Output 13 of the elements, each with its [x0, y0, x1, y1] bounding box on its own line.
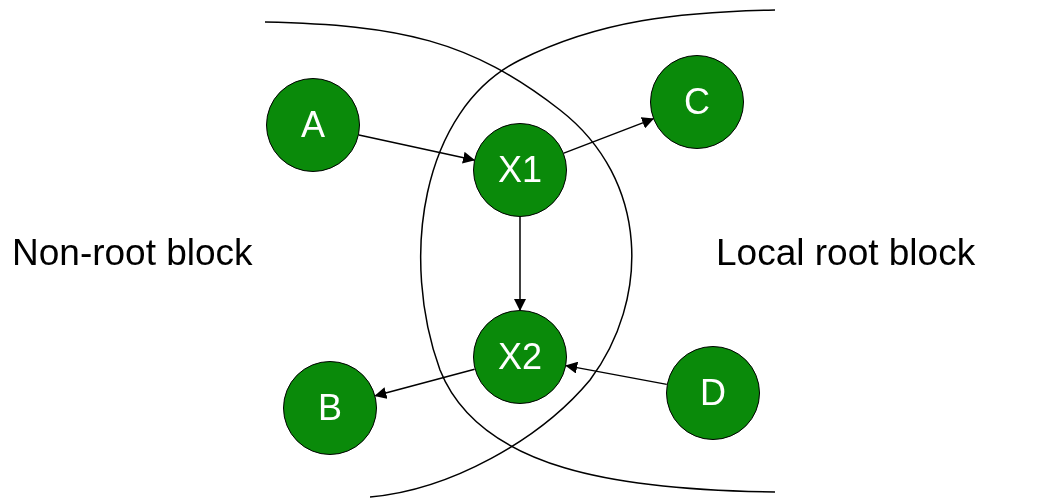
node-label: A [301, 107, 325, 143]
arrow [514, 216, 526, 311]
arrow [563, 117, 655, 154]
region-label: Non-root block [12, 232, 253, 274]
node-label: X1 [497, 152, 542, 188]
region-label: Local root block [716, 232, 976, 274]
arrow [358, 134, 476, 164]
node-label: X2 [497, 339, 542, 375]
node-label: C [684, 84, 710, 120]
node-label: B [318, 390, 342, 426]
arrow [565, 361, 668, 386]
arrow [374, 368, 476, 399]
node-label: D [700, 375, 726, 411]
